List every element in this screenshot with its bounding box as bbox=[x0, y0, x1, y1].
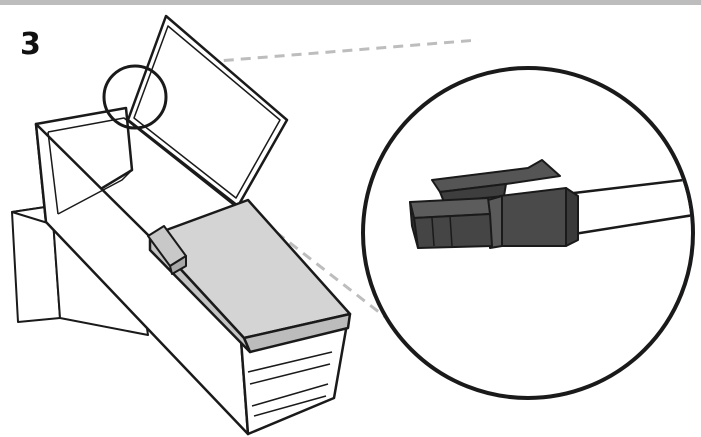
freezer-body bbox=[34, 106, 350, 436]
connector-housing bbox=[487, 187, 579, 249]
highlight-circle-small bbox=[102, 64, 168, 130]
freezer-lid bbox=[126, 14, 289, 208]
step-number: 3 bbox=[20, 27, 41, 62]
magnified-connector bbox=[409, 159, 691, 249]
cover-latch bbox=[147, 225, 187, 275]
top-divider bbox=[0, 0, 701, 5]
connector-plug bbox=[409, 197, 493, 249]
